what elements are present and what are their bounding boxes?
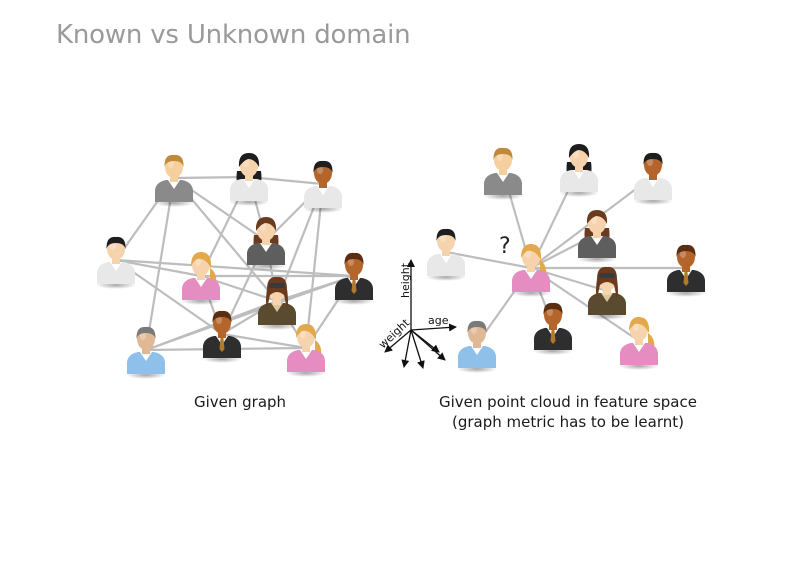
person-icon (619, 317, 659, 370)
feature-axes (384, 259, 457, 369)
cloud-nodes (426, 144, 706, 373)
person-icon (303, 160, 343, 213)
person-icon (286, 324, 326, 377)
axis-age (410, 323, 457, 332)
axis-label-height: height (399, 262, 412, 298)
caption-point-cloud: Given point cloud in feature space (grap… (418, 392, 718, 432)
person-icon (181, 252, 221, 305)
person-icon (334, 252, 374, 305)
person-icon (577, 210, 617, 263)
graph-edge-L4-L8 (114, 258, 356, 278)
person-icon (483, 147, 523, 200)
person-icon (533, 302, 573, 355)
caption-given-graph: Given graph (193, 393, 287, 411)
person-icon (511, 244, 551, 297)
person-icon (426, 228, 466, 281)
cloud-edge-R6-R4 (444, 250, 533, 270)
person-icon (154, 154, 194, 207)
graph-edge-L4-L6 (114, 258, 203, 278)
person-icon (229, 153, 269, 206)
person-icon (246, 217, 286, 270)
axis-extra-2 (410, 329, 425, 369)
graph-edge-L1-L2 (172, 175, 251, 180)
person-icon (587, 266, 627, 320)
axis-weight (384, 329, 412, 353)
person-icon (457, 320, 497, 373)
person-icon (633, 152, 673, 205)
graph-edge-L10-L11 (220, 332, 308, 350)
axis-extra-4 (410, 329, 440, 353)
graph-nodes (96, 153, 374, 379)
person-icon (559, 144, 599, 197)
person-icon (666, 244, 706, 297)
person-icon (96, 236, 136, 289)
slide-title: Known vs Unknown domain (56, 20, 411, 50)
person-icon (257, 276, 297, 330)
question-mark: ? (499, 234, 511, 259)
caption-point-cloud-line1: Given point cloud in feature space (439, 393, 697, 411)
axis-extra-1 (401, 329, 412, 368)
caption-point-cloud-line2: (graph metric has to be learnt) (452, 413, 684, 431)
person-icon (126, 326, 166, 379)
graph-edge-L8-L9 (144, 274, 356, 352)
person-icon (202, 310, 242, 363)
axis-label-age: age (428, 314, 449, 327)
